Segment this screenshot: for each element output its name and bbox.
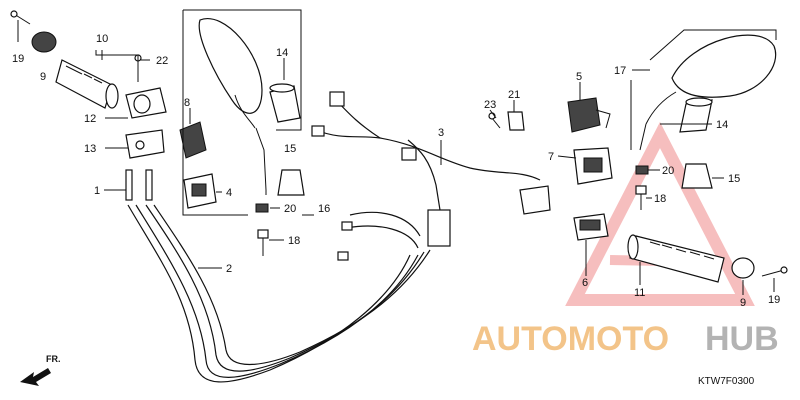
- callout-14-left: 14: [276, 47, 288, 59]
- callout-5: 5: [576, 71, 582, 83]
- left-mirror-bracket-frame: [182, 9, 302, 216]
- right-grip: [627, 234, 725, 283]
- callout-1: 1: [94, 185, 100, 197]
- right-mirror: [639, 34, 777, 151]
- callout-19-left: 19: [12, 53, 24, 65]
- nut-20-left: [255, 203, 269, 213]
- callout-14-right: 14: [716, 119, 728, 131]
- boot-15-right: [681, 163, 713, 189]
- callout-8: 8: [184, 97, 190, 109]
- switch-7: [573, 147, 613, 185]
- right-grip-end-weight: [731, 257, 755, 279]
- leader-lines: [17, 20, 775, 295]
- callout-9-left: 9: [40, 71, 46, 83]
- watermark-text-hub: HUB: [705, 320, 779, 358]
- right-end-screw: [761, 266, 788, 277]
- callout-23: 23: [484, 99, 496, 111]
- bolt-18-right: [635, 185, 647, 210]
- switch-8: [179, 121, 207, 159]
- callout-15-left: 15: [284, 143, 296, 155]
- callout-13: 13: [84, 143, 96, 155]
- callout-11: 11: [634, 287, 645, 299]
- switch-harness: [311, 91, 551, 247]
- callout-12: 12: [84, 113, 96, 125]
- boot-14-right: [679, 97, 713, 133]
- callout-18-right: 18: [654, 193, 666, 205]
- callout-10: 10: [96, 33, 108, 45]
- callout-17: 17: [614, 65, 626, 77]
- callout-16: 16: [318, 203, 330, 215]
- nut-20-right: [635, 165, 649, 175]
- left-mirror: [198, 17, 267, 195]
- right-mirror-bracket-frame: [630, 29, 777, 150]
- front-indicator-label: FR.: [46, 354, 61, 364]
- throttle-cables: [127, 204, 431, 383]
- clip-21: [507, 111, 525, 131]
- boot-14-left: [269, 83, 301, 123]
- callout-3: 3: [438, 127, 444, 139]
- watermark-text-automoto: AUTOMOTO: [472, 320, 669, 358]
- callout-9-right: 9: [740, 297, 746, 309]
- callout-20-left: 20: [284, 203, 296, 215]
- switch-5: [567, 97, 611, 133]
- switch-6: [573, 213, 609, 241]
- callout-19-right: 19: [768, 294, 780, 306]
- lever-adjusters-1: [125, 169, 153, 201]
- bolt-18-left: [257, 229, 269, 256]
- callout-4: 4: [226, 187, 232, 199]
- callout-18-left: 18: [288, 235, 300, 247]
- left-grip: [55, 59, 119, 109]
- callout-2: 2: [226, 263, 232, 275]
- callout-20-right: 20: [662, 165, 674, 177]
- drawing-code: KTW7F0300: [698, 376, 755, 387]
- callout-22: 22: [156, 55, 168, 67]
- callout-15-right: 15: [728, 173, 740, 185]
- clamp-13: [125, 129, 165, 159]
- callout-7: 7: [548, 151, 554, 163]
- left-switch-housing: [125, 87, 167, 119]
- boot-15-left: [277, 169, 305, 196]
- callout-6: 6: [582, 277, 588, 289]
- callout-21: 21: [508, 89, 520, 101]
- left-end-screw: [10, 10, 31, 25]
- switch-4: [183, 173, 217, 209]
- left-grip-end-weight: [31, 31, 57, 53]
- front-direction-arrow: FR.: [20, 354, 61, 386]
